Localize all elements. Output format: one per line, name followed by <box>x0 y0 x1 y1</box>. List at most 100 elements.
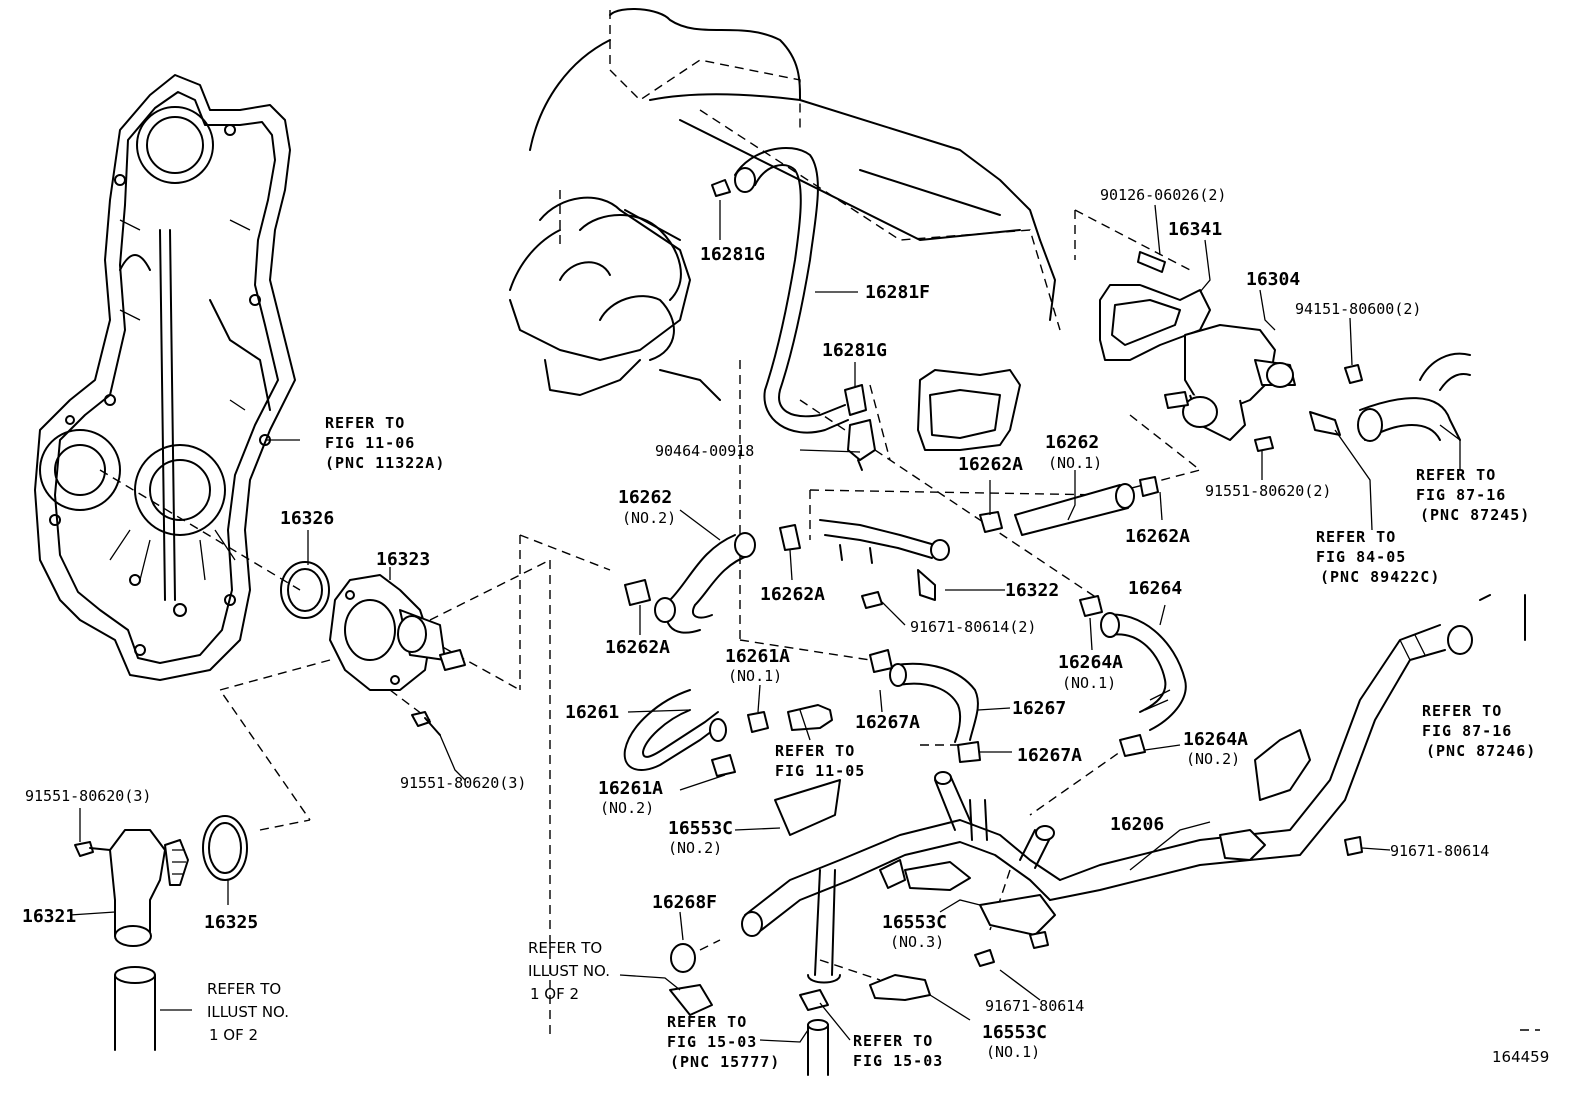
label-16261A-no2: 16261A <box>598 778 663 799</box>
ref-fig-87-16-a: REFER TO FIG 87-16 (PNC 87245) <box>1416 466 1530 524</box>
label-16281G-top: 16281G <box>700 244 765 265</box>
label-16323: 16323 <box>376 549 430 570</box>
label-16553C-no3: 16553C <box>882 912 947 933</box>
label-90464: 90464-00918 <box>655 442 754 460</box>
svg-text:REFER TO: REFER TO <box>325 414 405 432</box>
label-91551-3b: 91551-80620(3) <box>400 774 526 792</box>
label-16268F: 16268F <box>652 892 717 913</box>
label-16262-no2-sub: (NO.2) <box>622 509 676 527</box>
ref-fig-11-05: REFER TO FIG 11-05 <box>775 742 865 780</box>
clip-90464 <box>847 419 876 471</box>
label-16262-no2: 16262 <box>618 487 672 508</box>
label-16264A-no1-sub: (NO.1) <box>1062 674 1116 692</box>
ref-fig-15-03-a: REFER TO FIG 15-03 (PNC 15777) <box>667 1013 780 1071</box>
label-16264A-no2-sub: (NO.2) <box>1186 750 1240 768</box>
ref-fig-87-16-b: REFER TO FIG 87-16 (PNC 87246) <box>1422 702 1536 760</box>
svg-text:FIG 11-06: FIG 11-06 <box>325 434 415 452</box>
svg-text:REFER TO: REFER TO <box>853 1032 933 1050</box>
ref-illust-mid: REFER TO ILLUST NO. 1 OF 2 <box>528 939 610 1003</box>
label-16553C-no3-sub: (NO.3) <box>890 933 944 951</box>
timing-chain-cover <box>34 74 296 681</box>
part-labels: 90126-06026(2) 16341 16304 94151-80600(2… <box>22 186 1489 1061</box>
label-16267A-b: 16267A <box>1017 745 1082 766</box>
figure-id: 164459 <box>1492 1048 1549 1066</box>
label-16322: 16322 <box>1005 580 1059 601</box>
svg-text:FIG 11-05: FIG 11-05 <box>775 762 865 780</box>
ref-fig-11-06: REFER TO FIG 11-06 (PNC 11322A) <box>325 414 445 472</box>
svg-text:FIG 87-16: FIG 87-16 <box>1416 486 1506 504</box>
svg-text:REFER TO: REFER TO <box>667 1013 747 1031</box>
ref-fig-84-05: REFER TO FIG 84-05 (PNC 89422C) <box>1316 528 1439 586</box>
svg-text:REFER TO: REFER TO <box>1316 528 1396 546</box>
label-16341: 16341 <box>1168 219 1222 240</box>
svg-text:(PNC 87245): (PNC 87245) <box>1420 506 1530 524</box>
water-outlet-16321 <box>74 815 248 1051</box>
gasket-16341 <box>1099 251 1211 361</box>
svg-text:(PNC 87246): (PNC 87246) <box>1426 742 1536 760</box>
svg-text:REFER TO: REFER TO <box>528 939 602 957</box>
svg-text:REFER TO: REFER TO <box>207 980 281 998</box>
thermostat-housing-16304 <box>1164 324 1363 452</box>
label-90126: 90126-06026(2) <box>1100 186 1226 204</box>
ref-fig-15-03-b: REFER TO FIG 15-03 <box>853 1032 943 1070</box>
svg-text:FIG 15-03: FIG 15-03 <box>853 1052 943 1070</box>
hose-16264 <box>1079 595 1187 757</box>
label-16553C-no1-sub: (NO.1) <box>986 1043 1040 1061</box>
svg-text:(PNC 15777): (PNC 15777) <box>670 1053 780 1071</box>
svg-text:(PNC 11322A): (PNC 11322A) <box>325 454 445 472</box>
pipe-16322 <box>819 519 950 609</box>
label-91671-2: 91671-80614(2) <box>910 618 1036 636</box>
reference-notes: REFER TO FIG 11-06 (PNC 11322A) REFER TO… <box>207 414 1536 1071</box>
label-91551-3a: 91551-80620(3) <box>25 787 151 805</box>
ref-illust-left: REFER TO ILLUST NO. 1 OF 2 <box>207 980 289 1044</box>
label-16267A-a: 16267A <box>855 712 920 733</box>
dashed-leader-lines <box>99 10 1540 1040</box>
svg-text:REFER TO: REFER TO <box>1422 702 1502 720</box>
leader-lines <box>69 200 1461 1043</box>
upper-radiator-hose <box>1357 352 1471 442</box>
label-94151: 94151-80600(2) <box>1295 300 1421 318</box>
label-16262A-b: 16262A <box>1125 526 1190 547</box>
hose-16267 <box>869 649 981 763</box>
hose-16261 <box>623 689 833 777</box>
label-16553C-no2: 16553C <box>668 818 733 839</box>
hose-16262-no1 <box>979 476 1159 536</box>
label-16261A-no2-sub: (NO.2) <box>600 799 654 817</box>
label-16326: 16326 <box>280 508 334 529</box>
label-16553C-no2-sub: (NO.2) <box>668 839 722 857</box>
label-16267: 16267 <box>1012 698 1066 719</box>
label-16264A-no1: 16264A <box>1058 652 1123 673</box>
label-16281F: 16281F <box>865 282 930 303</box>
bolt-91551-housing <box>411 711 466 781</box>
svg-text:REFER TO: REFER TO <box>1416 466 1496 484</box>
label-16206: 16206 <box>1110 814 1164 835</box>
lower-pipe-assembly <box>669 771 1061 1076</box>
label-16262-no1: 16262 <box>1045 432 1099 453</box>
label-91671-b: 91671-80614 <box>985 997 1084 1015</box>
label-16261A-no1-sub: (NO.1) <box>728 667 782 685</box>
svg-text:FIG 15-03: FIG 15-03 <box>667 1033 757 1051</box>
svg-text:FIG 84-05: FIG 84-05 <box>1316 548 1406 566</box>
svg-text:FIG 87-16: FIG 87-16 <box>1422 722 1512 740</box>
label-16264: 16264 <box>1128 578 1182 599</box>
label-16325: 16325 <box>204 912 258 933</box>
gasket-16326 <box>280 561 330 619</box>
svg-text:1 OF 2: 1 OF 2 <box>209 1026 258 1044</box>
label-16262-no1-sub: (NO.1) <box>1048 454 1102 472</box>
water-bypass-pipe-16206 <box>1049 594 1526 901</box>
svg-text:1 OF 2: 1 OF 2 <box>530 985 579 1003</box>
label-16261: 16261 <box>565 702 619 723</box>
label-16264A-no2: 16264A <box>1183 729 1248 750</box>
svg-text:REFER TO: REFER TO <box>775 742 855 760</box>
svg-text:ILLUST NO.: ILLUST NO. <box>528 962 610 980</box>
label-16261A-no1: 16261A <box>725 646 790 667</box>
svg-text:ILLUST NO.: ILLUST NO. <box>207 1003 289 1021</box>
label-16281G-mid: 16281G <box>822 340 887 361</box>
hose-16262-no2 <box>624 524 801 634</box>
water-inlet-housing-16323 <box>329 574 466 691</box>
label-16262A-c: 16262A <box>760 584 825 605</box>
label-16262A-a: 16262A <box>958 454 1023 475</box>
label-91671-a: 91671-80614 <box>1390 842 1489 860</box>
